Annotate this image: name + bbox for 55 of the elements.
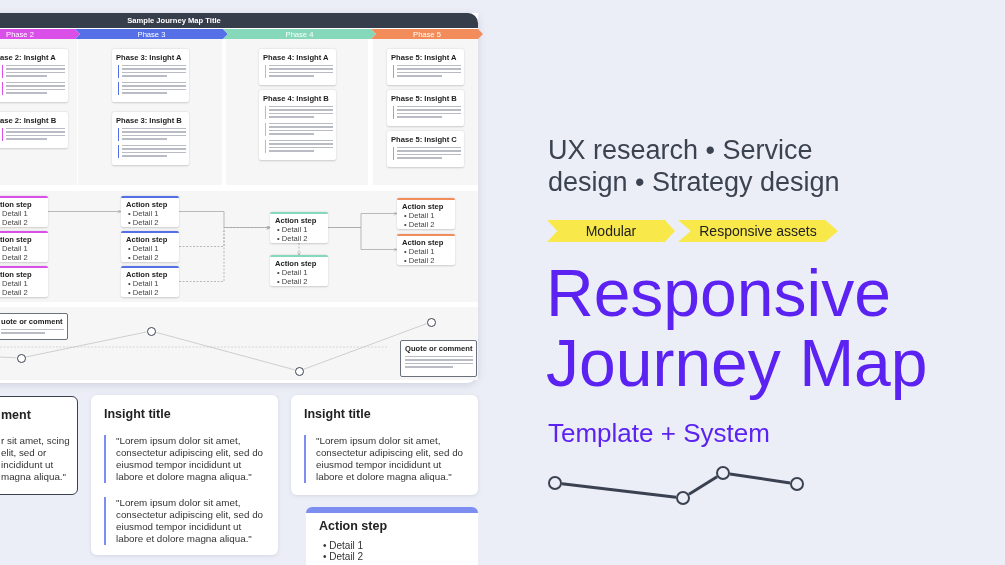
journey-map-heading: Responsive Journey Map [546, 258, 929, 398]
tag-chevron: Responsive assets [678, 220, 838, 242]
line-segment [25, 331, 147, 358]
insight-card [0, 112, 68, 148]
tag-chevron: Modular [547, 220, 675, 242]
quote-text: "Lorem ipsum dolor sit amet, consectetur adipiscing elit, sed do eiusmod tempor incididunt ut labore et dolore magna aliqua." [304, 435, 468, 483]
line-segment [729, 472, 791, 485]
card-title: Insight title [104, 407, 172, 421]
line-segment [561, 482, 677, 499]
action-step-card [0, 196, 48, 227]
line-segment [302, 323, 428, 370]
action-step-card [121, 231, 179, 262]
line-segment [154, 331, 296, 371]
subtitle-text: UX research • Service design • Strategy design [548, 134, 841, 198]
card-title: Action step [319, 519, 389, 533]
curve-point [676, 491, 690, 505]
insight-card [387, 131, 464, 167]
insight-card [91, 395, 278, 555]
subtitle-text: Template + System [548, 418, 771, 448]
quote-card [0, 396, 78, 495]
action-step-card [121, 196, 179, 227]
curve-point [426, 317, 436, 327]
action-step-card [306, 507, 478, 565]
action-step-card [270, 212, 328, 243]
action-step-card [0, 231, 48, 262]
action-step-card [0, 266, 48, 297]
action-step-card [121, 266, 179, 297]
action-step-card [270, 255, 328, 286]
detail-item: • Detail 1 [322, 540, 365, 551]
insight-card [259, 49, 336, 85]
curve-point [16, 353, 26, 363]
card-title: Insight title [304, 407, 372, 421]
curve-point [146, 326, 156, 336]
insight-card [0, 49, 68, 102]
action-step-card [397, 198, 455, 229]
curve-point [294, 366, 304, 376]
card-title: ment [1, 408, 32, 422]
action-step-card [397, 234, 455, 265]
insight-card [387, 49, 464, 85]
line-segment [688, 475, 718, 496]
curve-point [716, 466, 730, 480]
quote-text: "Lorem ipsum dolor sit amet, consectetur adipiscing elit, sed do eiusmod tempor incididunt ut labore et dolore magna aliqua." [104, 497, 268, 545]
quote-text: r sit amet, scing elit, sed or incididunt ut magna aliqua." [1, 435, 71, 483]
insight-card [112, 112, 189, 165]
insight-card [291, 395, 478, 495]
quote-text: "Lorem ipsum dolor sit amet, consectetur adipiscing elit, sed do eiusmod tempor incididunt ut labore et dolore magna aliqua." [104, 435, 268, 483]
quote-card [0, 313, 68, 340]
quote-card [400, 340, 477, 377]
insight-card [387, 90, 464, 126]
insight-card [259, 90, 336, 160]
curve-point [548, 476, 562, 490]
curve-point [790, 477, 804, 491]
line-segment [0, 356, 17, 359]
detail-item: • Detail 2 [322, 551, 365, 562]
insight-card [112, 49, 189, 102]
